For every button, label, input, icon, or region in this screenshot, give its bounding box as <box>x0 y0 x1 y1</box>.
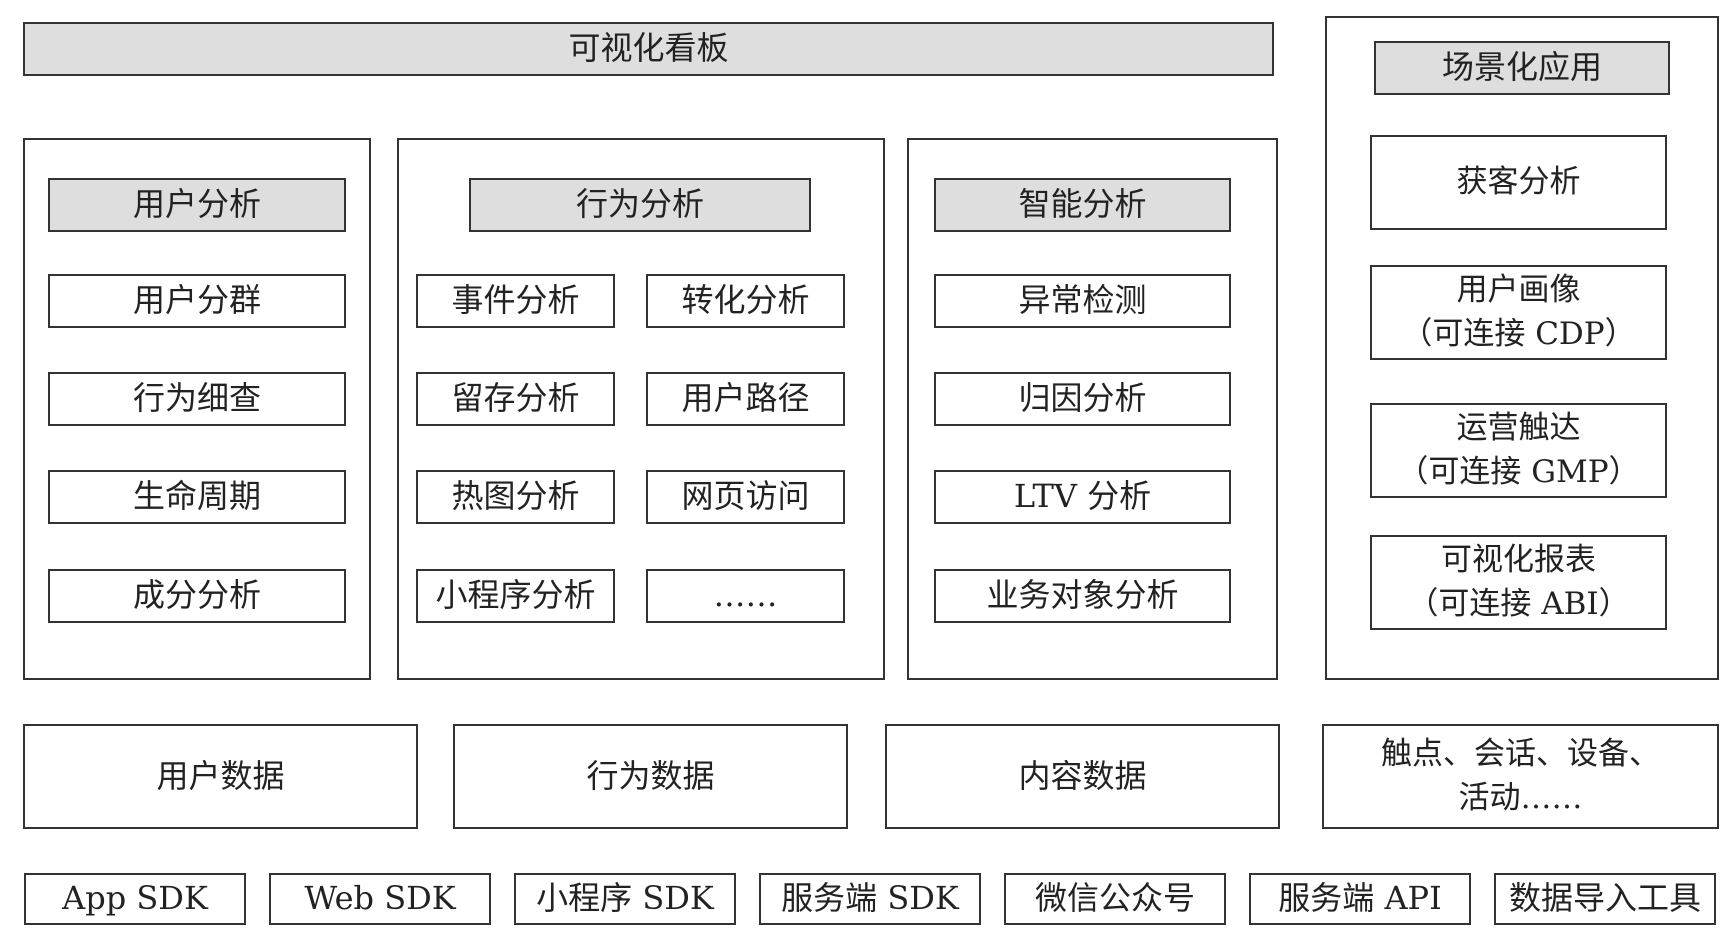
scenario-item: 用户画像 （可连接 CDP） <box>1370 265 1667 360</box>
source-item: 小程序 SDK <box>514 873 736 925</box>
smart-analysis-item: 业务对象分析 <box>934 569 1231 623</box>
behavior-analysis-title: 行为分析 <box>469 178 811 232</box>
source-item: App SDK <box>24 873 246 925</box>
scenario-item: 运营触达 （可连接 GMP） <box>1370 403 1667 498</box>
data-layer-other-line2: 活动…… <box>1458 779 1583 816</box>
data-layer-item: 用户数据 <box>23 724 418 829</box>
behavior-analysis-item-label: 留存分析 <box>451 379 580 418</box>
source-item: 服务端 API <box>1249 873 1471 925</box>
source-item: Web SDK <box>269 873 491 925</box>
behavior-analysis-item: 小程序分析 <box>416 569 615 623</box>
data-layer-other: 触点、会话、设备、 活动…… <box>1322 724 1719 829</box>
behavior-analysis-item-label: 小程序分析 <box>435 576 596 615</box>
scenario-item: 可视化报表 （可连接 ABI） <box>1370 535 1667 630</box>
user-analysis-item-label: 行为细查 <box>132 379 261 418</box>
behavior-analysis-item: …… <box>646 569 845 623</box>
scenario-item-sublabel: （可连接 ABI） <box>1407 585 1630 622</box>
smart-analysis-item: 异常检测 <box>934 274 1231 328</box>
user-analysis-item-label: 用户分群 <box>132 281 261 320</box>
scenario-item-label: 获客分析 <box>1456 163 1581 200</box>
scenario-item-label: 运营触达 <box>1456 410 1581 447</box>
smart-analysis-item: LTV 分析 <box>934 470 1231 524</box>
dashboard-bar-label: 可视化看板 <box>568 29 729 68</box>
behavior-analysis-item-label: 网页访问 <box>681 477 810 516</box>
source-item-label: App SDK <box>62 879 208 918</box>
behavior-analysis-item: 留存分析 <box>416 372 615 426</box>
user-analysis-item-label: 成分分析 <box>132 576 261 615</box>
smart-analysis-item-label: 异常检测 <box>1018 281 1147 320</box>
source-item-label: 微信公众号 <box>1034 879 1195 918</box>
scenario-item-label: 用户画像 <box>1456 272 1581 309</box>
user-analysis-item: 用户分群 <box>48 274 346 328</box>
user-analysis-item: 成分分析 <box>48 569 346 623</box>
source-item-label: 服务端 API <box>1278 879 1442 918</box>
source-item: 微信公众号 <box>1004 873 1226 925</box>
smart-analysis-item-label: 归因分析 <box>1018 379 1147 418</box>
source-item-label: 服务端 SDK <box>781 879 959 918</box>
data-layer-item-label: 内容数据 <box>1018 756 1147 795</box>
smart-analysis-item-label: 业务对象分析 <box>986 576 1179 615</box>
source-item-label: 小程序 SDK <box>536 879 714 918</box>
behavior-analysis-item: 转化分析 <box>646 274 845 328</box>
dashboard-bar: 可视化看板 <box>23 22 1274 76</box>
behavior-analysis-item-label: 事件分析 <box>451 281 580 320</box>
behavior-analysis-item: 事件分析 <box>416 274 615 328</box>
source-item-label: Web SDK <box>304 879 456 918</box>
data-layer-other-line1: 触点、会话、设备、 <box>1381 736 1660 773</box>
behavior-analysis-item-label: …… <box>713 576 778 615</box>
data-layer-item-label: 行为数据 <box>586 756 715 795</box>
user-analysis-item: 生命周期 <box>48 470 346 524</box>
scenario-item-sublabel: （可连接 CDP） <box>1401 315 1636 352</box>
smart-analysis-item-label: LTV 分析 <box>1013 477 1152 516</box>
smart-analysis-title-label: 智能分析 <box>1018 185 1147 224</box>
source-item-label: 数据导入工具 <box>1508 879 1701 918</box>
behavior-analysis-item: 网页访问 <box>646 470 845 524</box>
data-layer-item-label: 用户数据 <box>156 756 285 795</box>
behavior-analysis-title-label: 行为分析 <box>575 185 704 224</box>
user-analysis-item-label: 生命周期 <box>132 477 261 516</box>
scenario-title: 场景化应用 <box>1374 41 1670 95</box>
scenario-item-label: 可视化报表 <box>1441 542 1596 579</box>
user-analysis-title-label: 用户分析 <box>132 185 261 224</box>
behavior-analysis-item-label: 用户路径 <box>681 379 810 418</box>
scenario-item-sublabel: （可连接 GMP） <box>1397 453 1640 490</box>
smart-analysis-title: 智能分析 <box>934 178 1231 232</box>
data-layer-item: 行为数据 <box>453 724 848 829</box>
user-analysis-title: 用户分析 <box>48 178 346 232</box>
behavior-analysis-item: 热图分析 <box>416 470 615 524</box>
behavior-analysis-item-label: 热图分析 <box>451 477 580 516</box>
scenario-item: 获客分析 <box>1370 135 1667 230</box>
data-layer-item: 内容数据 <box>885 724 1280 829</box>
user-analysis-item: 行为细查 <box>48 372 346 426</box>
source-item: 数据导入工具 <box>1494 873 1716 925</box>
behavior-analysis-item-label: 转化分析 <box>681 281 810 320</box>
scenario-title-label: 场景化应用 <box>1441 48 1602 87</box>
behavior-analysis-item: 用户路径 <box>646 372 845 426</box>
smart-analysis-item: 归因分析 <box>934 372 1231 426</box>
source-item: 服务端 SDK <box>759 873 981 925</box>
